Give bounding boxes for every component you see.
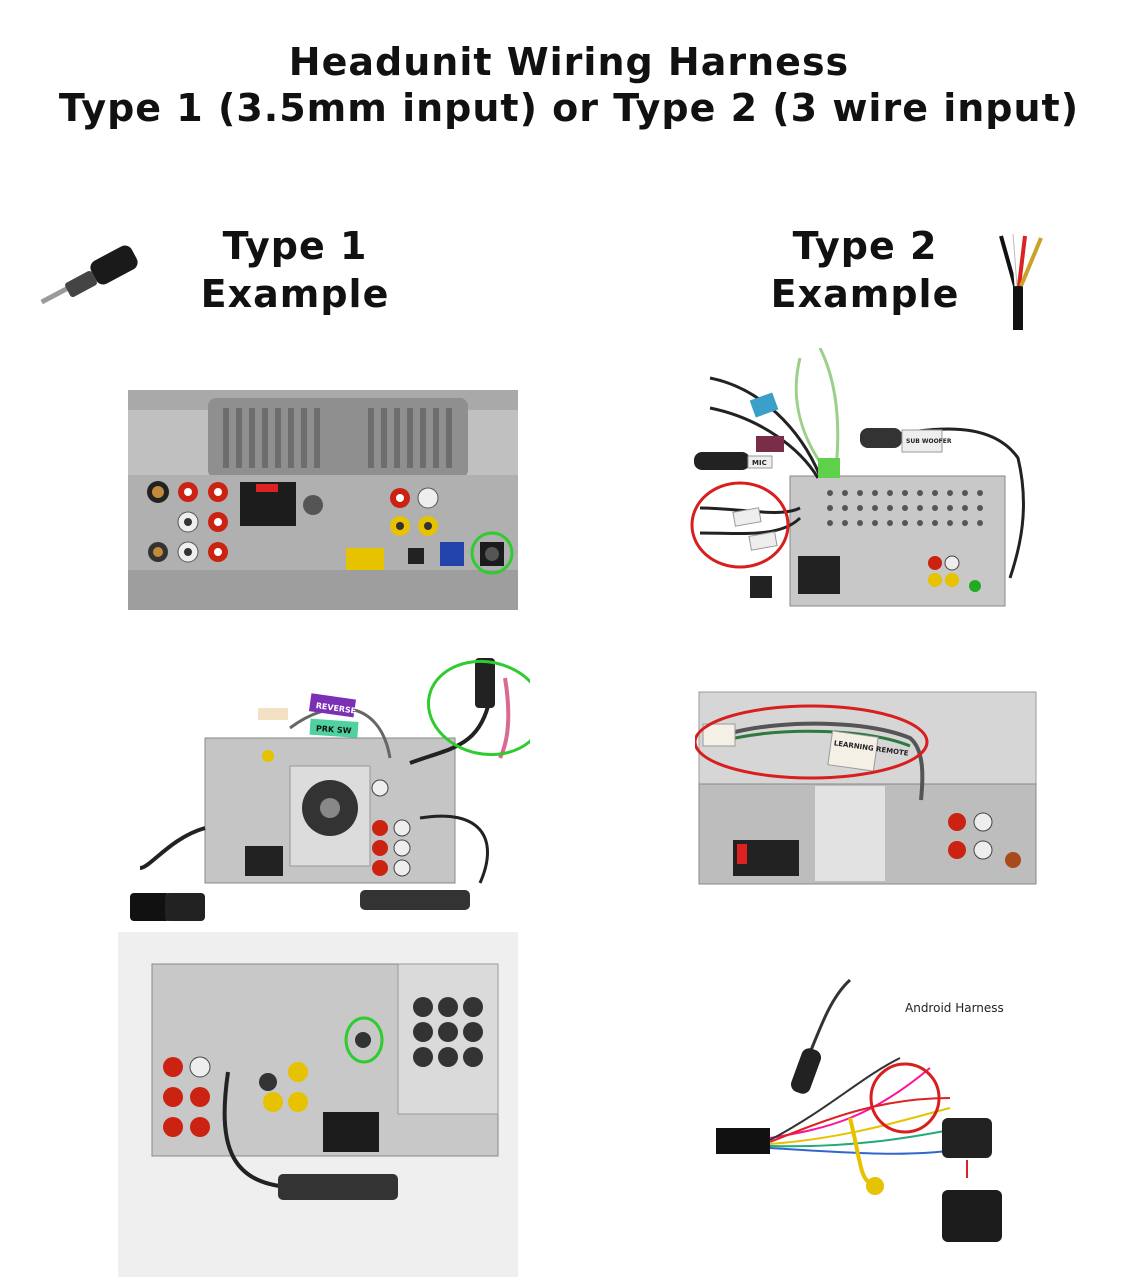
type1-headunit-rear-image-2: REVERSE PRK SW: [130, 658, 530, 921]
android-harness-label: Android Harness: [905, 1001, 1004, 1015]
page-title-line2: Type 1 (3.5mm input) or Type 2 (3 wire i…: [58, 86, 1080, 130]
sub-woofer-label: SUB WOOFER: [906, 438, 952, 445]
type2-headunit-rear-image-1: MIC SUB WOOFER: [690, 348, 1025, 607]
type2-heading-line1: Type 2: [792, 224, 938, 268]
type2-highlight-circle-1: [690, 481, 790, 569]
type2-android-harness-image: Android Harness: [716, 978, 1004, 1242]
type1-headunit-rear-image-1: [128, 390, 518, 610]
type2-highlight-circle-2: [695, 704, 929, 780]
type1-heading-line2: Example: [200, 272, 390, 316]
prk-sw-label: PRK SW: [316, 724, 352, 735]
page-title-line1: Headunit Wiring Harness: [288, 40, 850, 84]
aux-3-5mm-plug-icon: [40, 245, 138, 305]
mic-label: MIC: [752, 459, 767, 467]
three-wire-cable-icon: [999, 233, 1043, 330]
type1-heading: Type 1 Example: [180, 222, 410, 318]
type1-highlight-circle-2: [426, 659, 530, 757]
type1-headunit-rear-image-3: [118, 932, 518, 1277]
type1-highlight-circle-3: [344, 1016, 384, 1064]
type2-heading-line2: Example: [770, 272, 960, 316]
type1-highlight-circle-1: [470, 531, 514, 575]
type2-heading: Type 2 Example: [750, 222, 980, 318]
type1-heading-line1: Type 1: [222, 224, 368, 268]
type2-highlight-circle-3: [869, 1062, 941, 1134]
type2-headunit-rear-image-2: LEARNING REMOTE: [695, 691, 1037, 885]
